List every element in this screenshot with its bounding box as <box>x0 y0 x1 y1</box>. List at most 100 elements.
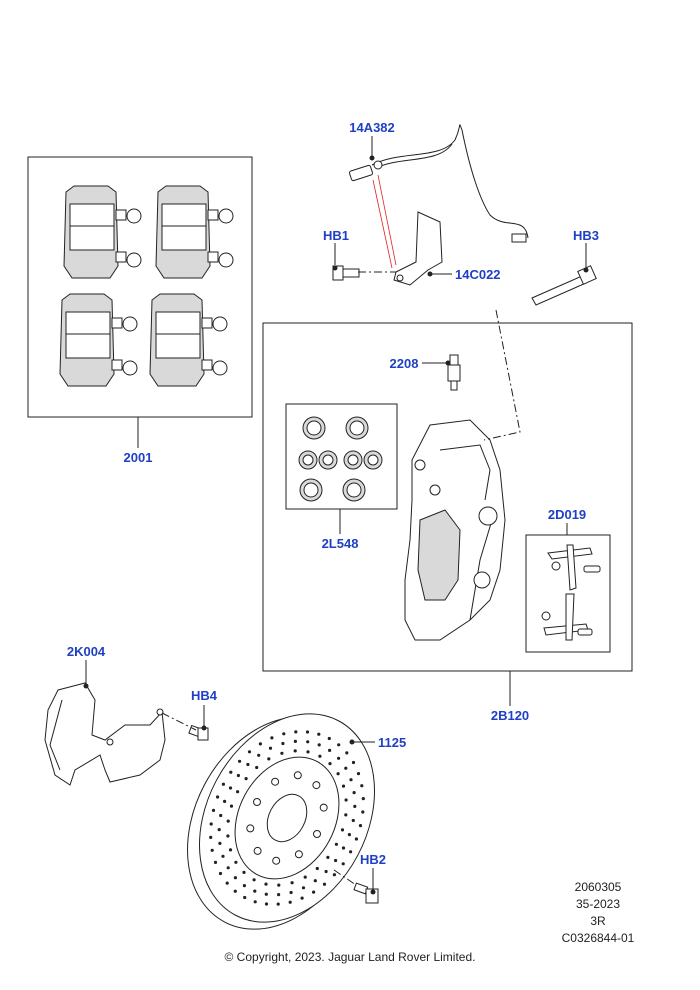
drill-hole <box>218 841 222 846</box>
drill-hole <box>233 876 237 880</box>
drill-hole <box>267 757 271 761</box>
drill-hole <box>218 871 223 876</box>
drill-hole <box>281 741 285 746</box>
drill-hole <box>293 749 297 753</box>
guide-pin <box>531 265 597 306</box>
sensor-wire-guide <box>377 174 397 266</box>
drill-hole <box>336 772 340 776</box>
drill-hole <box>233 889 237 893</box>
diagram-reference-block: 2060305 35-2023 3R C0326844-01 <box>560 879 636 947</box>
callout-2l548: 2L548 <box>322 536 359 551</box>
drill-hole <box>300 896 304 900</box>
callout-14a382: 14A382 <box>349 120 395 135</box>
brembo-logo-lower <box>473 571 491 589</box>
pad-friction-material <box>155 311 201 359</box>
wheel-stud-hole <box>253 846 262 855</box>
drill-hole <box>351 760 356 765</box>
drill-hole <box>341 784 346 788</box>
seal-ring-bore <box>367 454 379 466</box>
drill-hole <box>264 892 268 896</box>
callout-hb2: HB2 <box>360 852 386 867</box>
sensor-wire-guide-2 <box>372 179 393 269</box>
drill-hole <box>246 762 250 767</box>
drill-hole <box>361 797 365 801</box>
drill-hole <box>270 736 274 740</box>
drill-hole <box>226 866 230 870</box>
pad-clip <box>201 317 213 329</box>
brake-pads-group <box>27 156 253 418</box>
drill-hole <box>328 748 332 753</box>
brake-pad <box>63 185 142 279</box>
callout-2b120: 2B120 <box>491 708 529 723</box>
callout-2001: 2001 <box>124 450 153 465</box>
brake-pad <box>59 293 138 387</box>
drill-hole <box>242 884 246 888</box>
pad-retainer-clip-lower <box>541 593 593 641</box>
drill-hole <box>334 842 338 846</box>
assembly-lines <box>161 271 521 886</box>
seal-ring-bore <box>306 420 322 436</box>
drill-hole <box>361 810 365 814</box>
sensor-bracket <box>393 211 443 286</box>
drill-hole <box>317 743 321 747</box>
wheel-stud-hole <box>293 771 302 780</box>
leader-lines <box>83 136 589 895</box>
drill-hole <box>347 833 351 837</box>
drill-hole <box>244 777 248 781</box>
seal-kit-group <box>285 403 398 510</box>
callout-hb4: HB4 <box>191 688 218 703</box>
drill-hole <box>229 770 233 774</box>
drill-hole <box>211 808 216 813</box>
drill-hole <box>277 883 281 887</box>
pad-wear-tab <box>122 360 138 376</box>
drill-hole <box>344 798 348 802</box>
drill-hole <box>353 804 357 809</box>
wheel-stud-hole <box>246 824 255 833</box>
callout-hb3: HB3 <box>573 228 599 243</box>
drill-hole <box>341 862 345 866</box>
drill-hole <box>252 878 256 882</box>
drill-hole <box>352 791 356 795</box>
drill-hole <box>337 743 341 747</box>
drill-hole <box>349 778 353 782</box>
wheel-stud-hole <box>294 850 303 859</box>
brembo-logo-upper <box>478 506 498 526</box>
drill-hole <box>258 742 262 746</box>
copyright-notice: © Copyright, 2023. Jaguar Land Rover Lim… <box>224 950 476 964</box>
reference-date: 35-2023 <box>575 897 621 911</box>
reference-number: 2060305 <box>574 880 622 894</box>
drill-hole <box>332 873 336 877</box>
drill-hole <box>264 882 268 886</box>
wheel-stud-hole <box>313 830 321 838</box>
drill-hole <box>213 860 218 865</box>
wear-sensor <box>349 124 529 243</box>
seal-ring-bore <box>303 482 319 498</box>
drill-hole <box>301 886 306 890</box>
drill-hole <box>216 795 220 799</box>
pad-friction-material <box>65 311 111 359</box>
drill-hole <box>305 730 310 734</box>
wheel-stud-hole <box>253 798 261 806</box>
drill-hole <box>303 875 307 879</box>
drill-hole <box>282 732 286 736</box>
pad-wear-tab <box>126 208 142 224</box>
drill-hole <box>221 782 225 786</box>
callout-2d019: 2D019 <box>548 507 586 522</box>
drill-hole <box>257 753 261 757</box>
pad-clip <box>111 317 123 329</box>
drill-hole <box>209 835 213 840</box>
drill-hole <box>324 869 328 874</box>
drill-hole <box>277 893 281 897</box>
drill-hole <box>290 881 294 885</box>
drill-hole <box>294 730 298 734</box>
pad-clip <box>207 209 219 221</box>
seal-kit-frame <box>285 403 398 510</box>
drill-hole <box>229 804 234 808</box>
disc-drill-holes <box>209 730 365 906</box>
drill-hole <box>226 834 230 838</box>
drill-hole <box>243 895 247 900</box>
drill-hole <box>313 879 317 883</box>
seal-ring-bore <box>349 420 365 436</box>
bleed-screw <box>447 354 461 391</box>
